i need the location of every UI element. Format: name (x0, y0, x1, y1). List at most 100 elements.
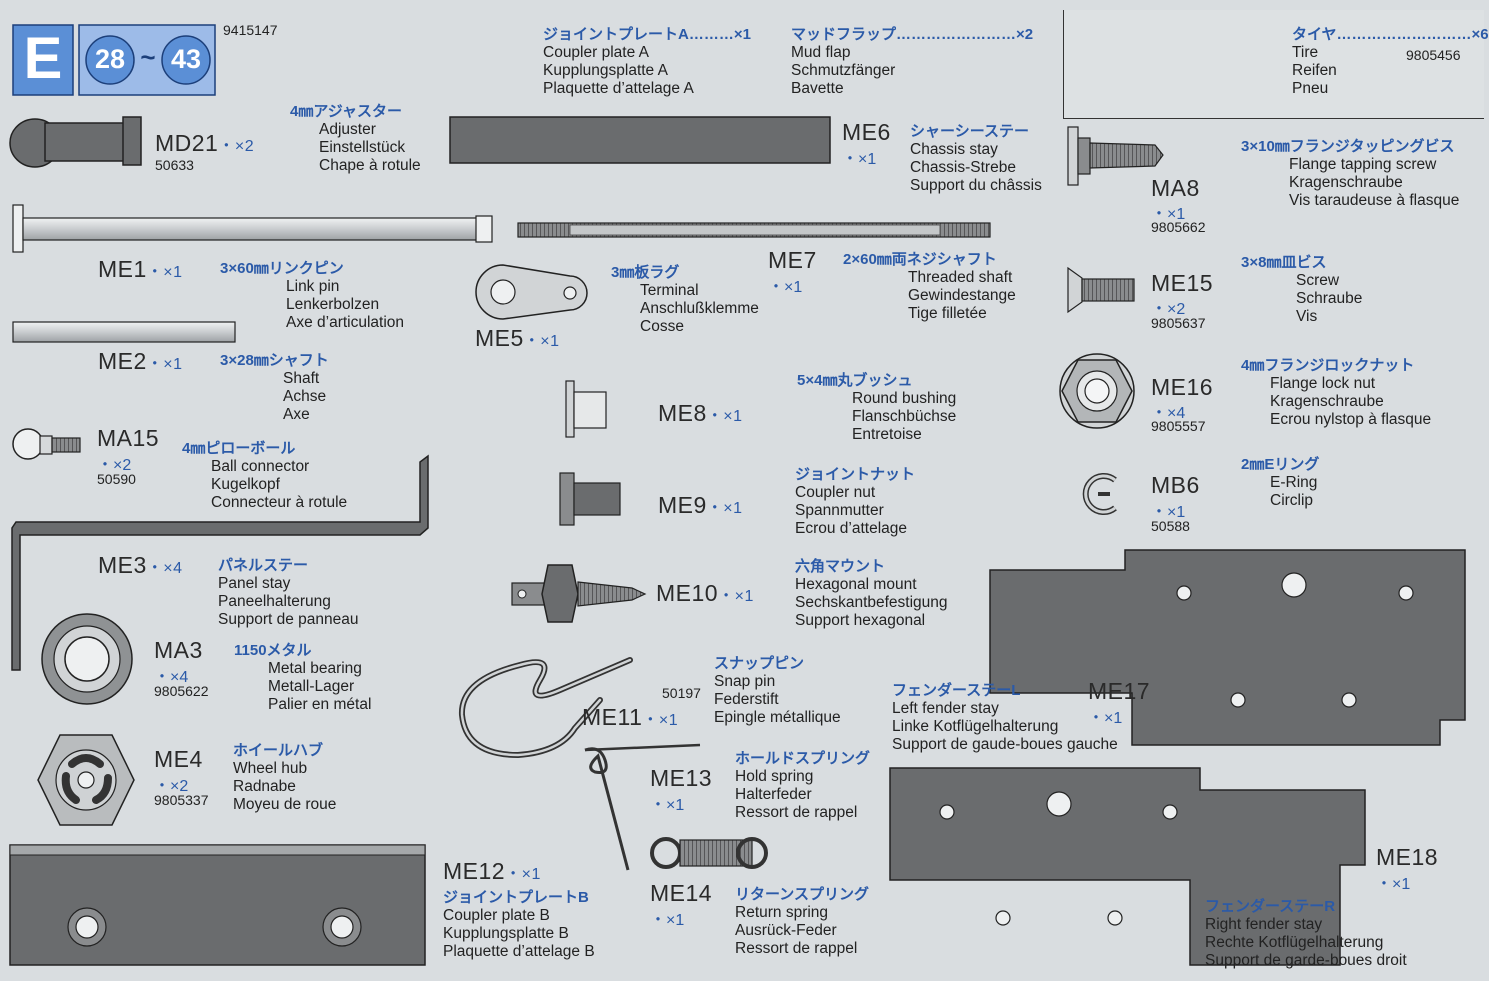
ma8-description: 3×10㎜フランジタッピングビス Flange tapping screw Kr… (1241, 138, 1460, 209)
me18-code: ME18 (1376, 844, 1439, 870)
ma3-qty: ・×4 (154, 669, 189, 686)
bag-number: 9415147 (223, 22, 278, 38)
bag-letter: E (23, 26, 63, 91)
me3-code: ME3・×4 (98, 552, 183, 578)
me10-code: ME10・×1 (656, 580, 754, 606)
me3-panel-stay-drawing (11, 454, 429, 671)
me4-wheel-hub-drawing (37, 734, 135, 826)
me1-code: ME1・×1 (98, 256, 183, 282)
me10-hexagonal-mount-drawing (511, 564, 647, 623)
me14-return-spring-drawing (650, 837, 768, 869)
md21-description: 4㎜アジャスター Adjuster Einstellstück Chape à … (290, 103, 421, 174)
me16-description: 4㎜フランジロックナット Flange lock nut Kragenschra… (1241, 357, 1432, 428)
me14-description: リターンスプリング Return spring Ausrück-Feder Re… (735, 886, 869, 957)
ma3-metal-bearing-drawing (41, 613, 133, 705)
ma15-ball-connector-drawing (12, 428, 81, 460)
step-to: 43 (170, 44, 202, 74)
me4-qty: ・×2 (154, 778, 189, 795)
tire-number: 9805456 (1406, 47, 1461, 63)
me4-number: 9805337 (154, 792, 209, 808)
me12-code: ME12・×1 (443, 858, 541, 884)
me18-right-fender-stay-drawing (889, 767, 1366, 966)
me18-qty: ・×1 (1376, 876, 1411, 893)
me15-code: ME15 (1151, 270, 1214, 296)
mud-flap-description: マッドフラップ……………………×2 Mud flap Schmutzfänger… (791, 26, 1034, 97)
mb6-qty: ・×1 (1151, 504, 1186, 521)
ma8-number: 9805662 (1151, 219, 1206, 235)
md21-adjuster-drawing (9, 116, 142, 168)
me13-hold-spring-drawing (584, 743, 701, 871)
me8-round-bushing-drawing (565, 380, 607, 438)
me14-code: ME14 (650, 880, 713, 906)
me15-description: 3×8㎜皿ビス Screw Schraube Vis (1241, 254, 1363, 325)
mb6-number: 50588 (1151, 518, 1190, 534)
me18-description: フェンダーステーR Right fender stay Rechte Kotfl… (1205, 898, 1407, 969)
ma15-qty: ・×2 (97, 457, 132, 474)
me17-code: ME17 (1088, 678, 1151, 704)
ma15-description: 4㎜ピローボール Ball connector Kugelkopf Connec… (182, 440, 348, 511)
coupler-plate-a-description: ジョイントプレートA………×1 Coupler plate A Kupplung… (543, 26, 751, 97)
tire-description: タイヤ………………………×6 Tire Reifen Pneu (1292, 26, 1489, 97)
me5-code: ME5・×1 (475, 325, 560, 351)
me12-description: ジョイントプレートB Coupler plate B Kupplungsplat… (443, 889, 595, 960)
ma8-flange-tapping-screw-drawing (1067, 126, 1164, 186)
step-from: 28 (94, 44, 126, 74)
me16-code: ME16 (1151, 374, 1214, 400)
me16-flange-lock-nut-drawing (1059, 353, 1135, 429)
me17-qty: ・×1 (1088, 710, 1123, 727)
me7-qty: ・×1 (768, 279, 803, 296)
me5-description: 3㎜板ラグ Terminal Anschlußklemme Cosse (611, 264, 759, 335)
me15-qty: ・×2 (1151, 301, 1186, 318)
me6-qty: ・×1 (842, 151, 877, 168)
md21-number: 50633 (155, 157, 194, 173)
me16-number: 9805557 (1151, 418, 1206, 434)
mb6-e-ring-drawing (1082, 473, 1117, 515)
me2-shaft-drawing (12, 321, 236, 343)
bag-letter-badge (12, 24, 74, 96)
ma3-description: 1150メタル Metal bearing Metall-Lager Palie… (234, 642, 372, 713)
me6-chassis-stay-drawing (449, 116, 831, 164)
me9-coupler-nut-drawing (559, 472, 621, 526)
step-separator: ~ (140, 42, 156, 72)
me15-number: 9805637 (1151, 315, 1206, 331)
ma8-code: MA8 (1151, 175, 1200, 201)
ma15-number: 50590 (97, 471, 136, 487)
me11-number: 50197 (662, 685, 701, 701)
me6-code: ME6 (842, 119, 891, 145)
md21-code: MD21・×2 (155, 130, 255, 156)
me10-description: 六角マウント Hexagonal mount Sechskantbefestig… (795, 558, 948, 629)
tire-callout-box (1063, 10, 1484, 119)
me8-description: 5×4㎜丸ブッシュ Round bushing Flanschbüchse En… (797, 372, 957, 443)
me16-qty: ・×4 (1151, 405, 1186, 422)
me7-description: 2×60㎜両ネジシャフト Threaded shaft Gewindestang… (843, 251, 1016, 322)
me14-qty: ・×1 (650, 912, 685, 929)
me2-description: 3×28㎜シャフト Shaft Achse Axe (220, 352, 329, 423)
me15-screw-drawing (1067, 266, 1135, 314)
me4-description: ホイールハブ Wheel hub Radnabe Moyeu de roue (233, 742, 337, 813)
me13-qty: ・×1 (650, 797, 685, 814)
me2-code: ME2・×1 (98, 348, 183, 374)
me12-coupler-plate-b-drawing (9, 844, 426, 966)
me5-terminal-drawing (475, 264, 588, 320)
me11-description: スナップピン Snap pin Federstift Epingle métal… (714, 655, 841, 726)
ma8-qty: ・×1 (1151, 206, 1186, 223)
ma3-code: MA3 (154, 637, 203, 663)
me8-code: ME8・×1 (658, 400, 743, 426)
me9-description: ジョイントナット Coupler nut Spannmutter Ecrou d… (795, 466, 916, 537)
me13-description: ホールドスプリング Hold spring Halterfeder Ressor… (735, 750, 871, 821)
mb6-description: 2㎜Eリング E-Ring Circlip (1241, 456, 1320, 509)
me1-link-pin-drawing (12, 204, 493, 253)
me1-description: 3×60㎜リンクピン Link pin Lenkerbolzen Axe d’a… (220, 260, 405, 331)
me11-snap-pin-drawing (458, 657, 633, 759)
me7-code: ME7 (768, 247, 817, 273)
me17-left-fender-stay-drawing (989, 549, 1466, 746)
me4-code: ME4 (154, 746, 203, 772)
me6-description: シャーシーステー Chassis stay Chassis-Strebe Sup… (910, 123, 1042, 194)
step-range-badge (78, 24, 216, 96)
me13-code: ME13 (650, 765, 713, 791)
me17-description: フェンダーステーL Left fender stay Linke Kotflüg… (892, 682, 1118, 753)
mb6-code: MB6 (1151, 472, 1200, 498)
ma15-code: MA15 (97, 425, 160, 451)
ma3-number: 9805622 (154, 683, 209, 699)
